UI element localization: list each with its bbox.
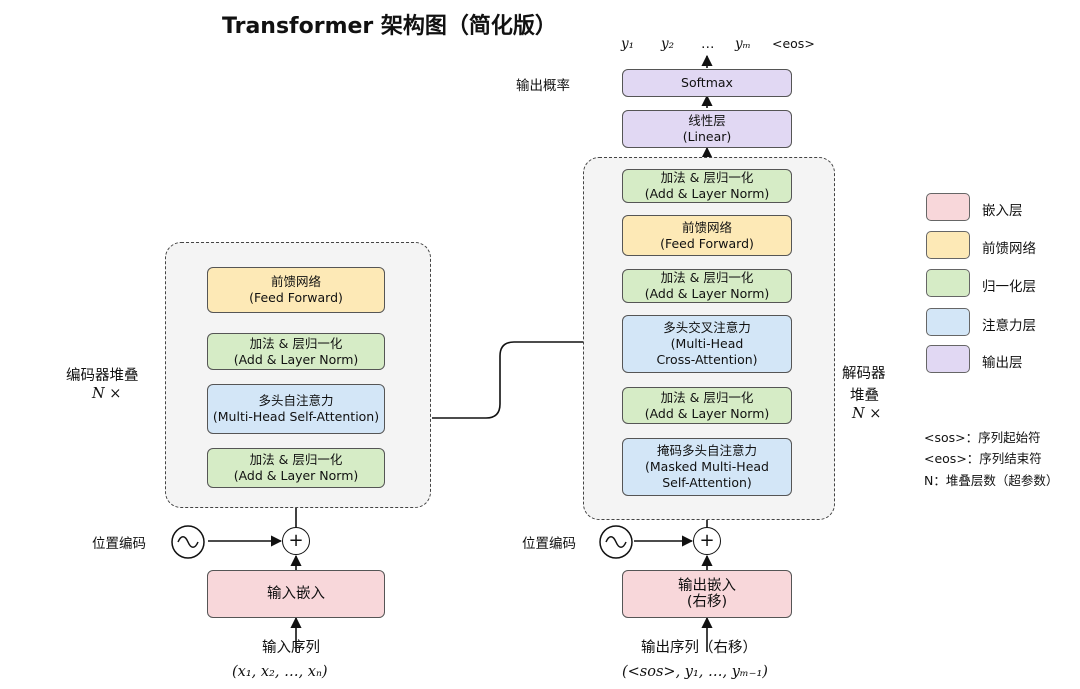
- decoder-cross-attention: 多头交叉注意力 (Multi-Head Cross-Attention): [622, 315, 792, 373]
- legend-label-norm: 归一化层: [982, 279, 1036, 295]
- encoder-add-circle: +: [282, 527, 310, 555]
- decoder-pos-encoding-label: 位置编码: [522, 536, 576, 552]
- output-embedding-label-2: (右移): [686, 594, 728, 610]
- output-token-y2: y₂: [661, 36, 675, 52]
- decoder-addnorm-bottom: 加法 & 层归一化 (Add & Layer Norm): [622, 387, 792, 424]
- masked-attn-label-1: 掩码多头自注意力: [656, 443, 757, 458]
- legend-label-feedforward: 前馈网络: [982, 241, 1036, 257]
- addnorm-label-en: (Add & Layer Norm): [233, 351, 359, 367]
- legend-swatch-embedding: [926, 193, 970, 221]
- decoder-stack-label-1: 解码器: [842, 366, 886, 382]
- output-token-eos: <eos>: [772, 36, 815, 51]
- softmax-box: Softmax: [622, 69, 792, 97]
- addnorm-label-cn: 加法 & 层归一化: [660, 270, 754, 285]
- addnorm-label-en: (Add & Layer Norm): [644, 186, 770, 201]
- input-embedding-label: 输入嵌入: [267, 586, 325, 602]
- output-prob-label: 输出概率: [516, 78, 570, 94]
- encoder-feed-forward: 前馈网络 (Feed Forward): [207, 267, 385, 313]
- ff-label-cn: 前馈网络: [681, 219, 732, 235]
- ff-label-en: (Feed Forward): [660, 235, 754, 251]
- legend-swatch-norm: [926, 269, 970, 297]
- page-title: Transformer 架构图（简化版）: [222, 14, 557, 39]
- encoder-pos-encoding-icon: [170, 524, 206, 560]
- masked-attn-label-3: Self-Attention): [662, 475, 752, 490]
- self-attn-label-en: (Multi-Head Self-Attention): [212, 409, 380, 424]
- decoder-feed-forward: 前馈网络 (Feed Forward): [622, 215, 792, 256]
- addnorm-label-cn: 加法 & 层归一化: [660, 389, 754, 405]
- decoder-add-circle: +: [693, 527, 721, 555]
- encoder-self-attention: 多头自注意力 (Multi-Head Self-Attention): [207, 384, 385, 434]
- decoder-masked-attention: 掩码多头自注意力 (Masked Multi-Head Self-Attenti…: [622, 438, 792, 496]
- legend-label-embedding: 嵌入层: [982, 203, 1023, 219]
- softmax-label: Softmax: [681, 75, 733, 90]
- output-token-ellipsis: …: [701, 36, 715, 52]
- addnorm-label-en: (Add & Layer Norm): [233, 468, 359, 483]
- plus-symbol: +: [288, 530, 304, 551]
- cross-attn-label-3: Cross-Attention): [656, 352, 758, 367]
- encoder-addnorm-top: 加法 & 层归一化 (Add & Layer Norm): [207, 333, 385, 370]
- encoder-stack-n: N ×: [92, 386, 122, 402]
- cross-attn-label-1: 多头交叉注意力: [663, 320, 751, 335]
- output-sequence-label: 输出序列（右移）: [641, 640, 757, 656]
- decoder-pos-encoding-icon: [598, 524, 634, 560]
- legend-label-attention: 注意力层: [982, 318, 1036, 334]
- ff-label-cn: 前馈网络: [270, 274, 321, 289]
- ff-label-en: (Feed Forward): [249, 290, 343, 305]
- note-eos: <eos>：序列结束符: [924, 451, 1042, 466]
- decoder-stack-label-2: 堆叠: [850, 388, 879, 404]
- input-sequence-label: 输入序列: [262, 640, 320, 656]
- output-sequence-value: (<sos>, y₁, …, yₘ₋₁): [622, 664, 768, 680]
- self-attn-label-cn: 多头自注意力: [258, 393, 334, 408]
- input-sequence-value: (x₁, x₂, …, xₙ): [232, 664, 328, 680]
- decoder-addnorm-mid: 加法 & 层归一化 (Add & Layer Norm): [622, 269, 792, 303]
- legend-swatch-attention: [926, 308, 970, 336]
- output-embedding-box: 输出嵌入 (右移): [622, 570, 792, 618]
- encoder-stack-label: 编码器堆叠: [66, 368, 139, 384]
- note-n: N：堆叠层数（超参数）: [924, 473, 1059, 488]
- addnorm-label-en: (Add & Layer Norm): [644, 286, 770, 301]
- cross-attn-label-2: (Multi-Head: [670, 336, 744, 351]
- legend-swatch-output: [926, 345, 970, 373]
- plus-symbol: +: [699, 530, 715, 551]
- linear-label-en: (Linear): [682, 129, 732, 144]
- encoder-addnorm-bottom: 加法 & 层归一化 (Add & Layer Norm): [207, 448, 385, 488]
- output-token-y1: y₁: [621, 36, 635, 52]
- masked-attn-label-2: (Masked Multi-Head: [645, 459, 769, 474]
- note-sos: <sos>：序列起始符: [924, 430, 1041, 445]
- encoder-pos-encoding-label: 位置编码: [92, 536, 146, 552]
- addnorm-label-en: (Add & Layer Norm): [644, 405, 770, 421]
- legend-swatch-feedforward: [926, 231, 970, 259]
- addnorm-label-cn: 加法 & 层归一化: [249, 452, 343, 467]
- addnorm-label-cn: 加法 & 层归一化: [660, 170, 754, 185]
- addnorm-label-cn: 加法 & 层归一化: [249, 335, 343, 351]
- output-token-ym: yₘ: [735, 36, 751, 52]
- output-embedding-label-1: 输出嵌入: [678, 578, 736, 594]
- decoder-addnorm-top: 加法 & 层归一化 (Add & Layer Norm): [622, 169, 792, 203]
- linear-box: 线性层 (Linear): [622, 110, 792, 148]
- input-embedding-box: 输入嵌入: [207, 570, 385, 618]
- decoder-stack-n: N ×: [852, 406, 882, 422]
- linear-label-cn: 线性层: [688, 113, 726, 128]
- legend-label-output: 输出层: [982, 355, 1023, 371]
